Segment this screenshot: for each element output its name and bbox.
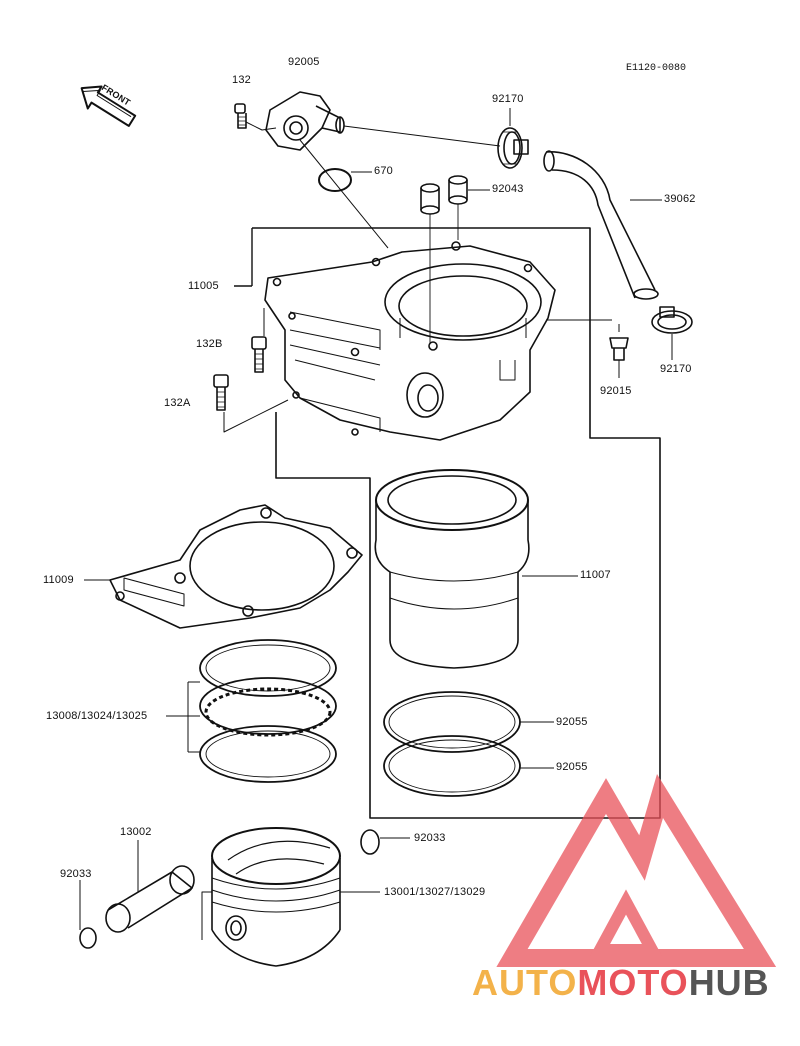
oring-92055-b-icon <box>383 735 521 797</box>
head-gasket-11009-icon <box>109 504 363 629</box>
label-92033-right: 92033 <box>414 832 446 844</box>
label-92043: 92043 <box>492 183 524 195</box>
label-92055-a: 92055 <box>556 716 588 728</box>
hose-clamp-92170-top-icon <box>497 127 529 169</box>
plug-92015-icon <box>609 324 629 378</box>
label-132a: 132A <box>164 397 191 409</box>
label-piston: 13001/13027/13029 <box>384 886 486 898</box>
watermark-part-1: AUTO <box>472 962 578 1003</box>
label-92033-left: 92033 <box>60 868 92 880</box>
label-92170-right: 92170 <box>660 363 692 375</box>
label-92170-top: 92170 <box>492 93 524 105</box>
cylinder-sleeve-11007-icon <box>374 469 530 669</box>
piston-rings-icon <box>199 639 337 783</box>
label-92005: 92005 <box>288 56 320 68</box>
label-92055-b: 92055 <box>556 761 588 773</box>
water-hose-39062-icon <box>543 150 659 300</box>
oring-92055-a-icon <box>383 691 521 753</box>
front-arrow-icon <box>80 85 137 127</box>
bolt-132b-icon <box>251 308 267 373</box>
cylinder-11005-icon <box>264 241 556 441</box>
water-fitting-92005-icon <box>265 91 345 151</box>
label-rings: 13008/13024/13025 <box>46 710 148 722</box>
label-11005: 11005 <box>188 280 219 292</box>
label-132b: 132B <box>196 338 223 350</box>
watermark-text: AUTOMOTOHUB <box>472 962 770 1004</box>
circlip-92033-left-icon <box>79 927 97 949</box>
oring-670-icon <box>318 168 352 192</box>
bolt-132a-icon <box>213 374 289 433</box>
label-13002: 13002 <box>120 826 152 838</box>
diagram-code: E1120-0080 <box>626 63 687 74</box>
watermark-logo-icon <box>496 774 777 967</box>
dowel-pin-92043-icon <box>420 175 468 215</box>
label-132: 132 <box>232 74 251 86</box>
label-11007: 11007 <box>580 569 611 581</box>
label-92015: 92015 <box>600 385 632 397</box>
piston-pin-13002-icon <box>105 865 195 933</box>
watermark-part-3: HUB <box>688 962 770 1003</box>
watermark-part-2: MOTO <box>577 962 689 1003</box>
label-670: 670 <box>374 165 393 177</box>
piston-13001-icon <box>211 827 341 967</box>
label-11009: 11009 <box>43 574 74 586</box>
hose-clamp-92170-right-icon <box>651 306 693 360</box>
circlip-92033-right-icon <box>360 829 380 855</box>
bolt-132-icon <box>234 103 277 131</box>
label-39062: 39062 <box>664 193 696 205</box>
